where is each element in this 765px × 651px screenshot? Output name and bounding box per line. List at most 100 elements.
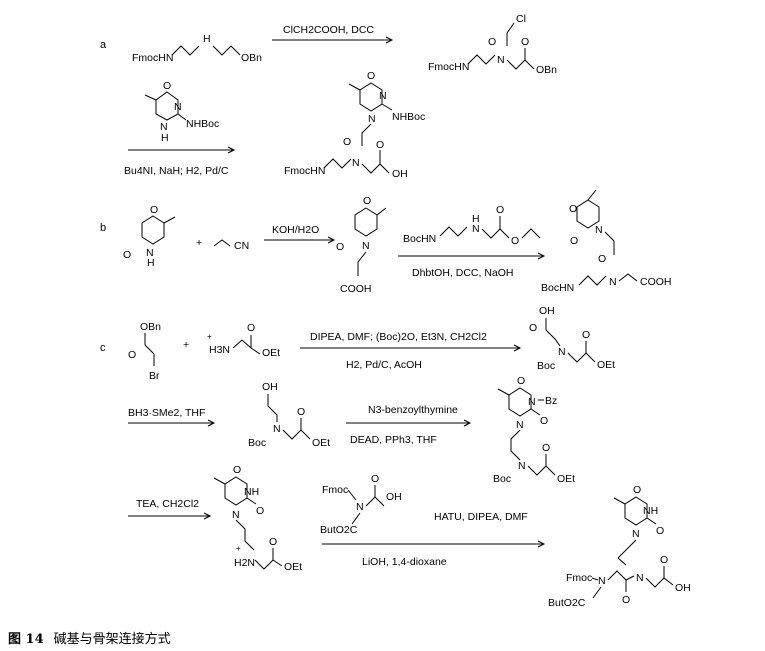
atom-label: OEt <box>262 347 280 359</box>
bond <box>467 54 496 65</box>
atom-label: N <box>558 346 566 358</box>
atom-label: H3N <box>209 344 230 356</box>
atom-label: O <box>569 203 577 215</box>
bond <box>510 429 521 461</box>
reactant-acrylonitrile: CN <box>213 239 249 252</box>
reactant-a1: FmocHN H OBn <box>132 33 262 64</box>
bond <box>376 207 387 216</box>
conditions-c1-bottom: H2, Pd/C, AcOH <box>346 359 422 371</box>
atom-label: O <box>542 442 550 454</box>
product-a2: O N NHBoc N O FmocHN N O OH <box>284 70 425 180</box>
atom-label: O <box>511 235 519 247</box>
atom-label: ButO2C <box>548 597 586 609</box>
atom-label: Bz <box>545 395 557 407</box>
panel-a-label: a <box>100 39 107 51</box>
atom-label: O <box>488 36 496 48</box>
atom-label: N <box>352 157 360 169</box>
bond <box>213 239 231 247</box>
atom-label: N <box>516 419 524 431</box>
atom-label: N <box>174 101 182 113</box>
bond <box>530 408 541 416</box>
conditions-c2: BH3·SMe2, THF <box>128 407 205 419</box>
bond <box>230 45 241 56</box>
reactant-benzyl-bromoacetate: OBn O Br <box>128 321 161 382</box>
conditions-c5-bottom: LiOH, 1,4-dioxane <box>362 556 447 568</box>
product-c5: O NH O N Fmoc N O N O OH ButO2C <box>548 484 691 609</box>
bond <box>604 231 615 255</box>
atom-label: N <box>598 575 606 587</box>
plus-sign: + <box>196 237 202 249</box>
atom-label: CN <box>234 240 249 252</box>
atom-label: Boc <box>248 437 266 449</box>
atom-label: N <box>273 423 281 435</box>
bond <box>646 517 657 525</box>
bond <box>213 477 226 485</box>
bond <box>439 226 468 237</box>
atom-label: OEt <box>312 437 330 449</box>
atom-label: N <box>636 572 644 584</box>
bond <box>591 577 599 581</box>
atom-label: N <box>609 276 617 288</box>
arrow-head <box>463 419 472 427</box>
bond <box>613 497 626 505</box>
atom-label: O <box>269 536 277 548</box>
atom-label: OEt <box>284 561 302 573</box>
conditions-a2: Bu4NI, NaH; H2, Pd/C <box>124 165 229 177</box>
bond <box>625 575 635 581</box>
atom-label: O <box>150 204 158 216</box>
bond <box>506 22 515 34</box>
atom-label: NHBoc <box>186 118 219 130</box>
atom-label: FmocHN <box>428 61 469 73</box>
panel-c-label: c <box>100 342 106 354</box>
bond <box>545 329 561 347</box>
ring <box>354 207 378 237</box>
atom-label: N <box>379 90 387 102</box>
bond <box>481 228 501 239</box>
product-c1: OH O Boc N O OEt <box>529 305 615 372</box>
atom-label: OBn <box>241 52 262 64</box>
atom-label: OH <box>392 168 408 180</box>
product-c2: OH Boc N O OEt <box>248 381 330 449</box>
atom-label: OBn <box>536 64 557 76</box>
bond <box>578 275 607 286</box>
atom-label: COOH <box>340 283 372 295</box>
bond <box>212 45 232 56</box>
bond <box>171 45 200 56</box>
atom-label: NH <box>244 486 259 498</box>
panel-b: b O O N H + CN KOH/H2O O O N COOH <box>100 189 672 295</box>
bond <box>379 163 390 174</box>
bond <box>527 465 547 476</box>
atom-label: FmocHN <box>284 165 325 177</box>
bond <box>497 388 510 396</box>
atom-label: NHBoc <box>392 111 425 123</box>
bond <box>254 559 274 570</box>
charge-plus: + <box>207 332 212 341</box>
atom-label: O <box>367 70 375 82</box>
atom-label: O <box>633 484 641 496</box>
bond <box>272 559 283 567</box>
product-c4: O NH O N + H2N O OEt <box>213 464 302 573</box>
bond <box>617 557 627 566</box>
reagent-boc-aeg-ester: BocHN H N O O <box>403 204 541 247</box>
bond <box>267 394 278 422</box>
bond <box>300 429 311 440</box>
bond <box>617 539 637 559</box>
atom-label: NH <box>643 505 658 517</box>
bond <box>587 189 597 201</box>
atom-label: O <box>660 554 668 566</box>
atom-label: Fmoc <box>566 572 592 584</box>
figure-number: 图 14 <box>8 632 44 647</box>
panel-b-label: b <box>100 222 106 234</box>
atom-label: N <box>232 509 240 521</box>
atom-label: O <box>598 253 606 265</box>
atom-label: O <box>336 241 344 253</box>
bond <box>524 59 535 70</box>
product-b: O O N O BocHN N COOH <box>541 189 672 294</box>
atom-label: N <box>368 113 376 125</box>
conditions-c3-top: N3-benzoylthymine <box>368 404 458 416</box>
atom-label: H <box>472 213 480 225</box>
atom-label: OH <box>386 491 402 503</box>
atom-label: OEt <box>597 359 615 371</box>
bond <box>506 59 526 70</box>
